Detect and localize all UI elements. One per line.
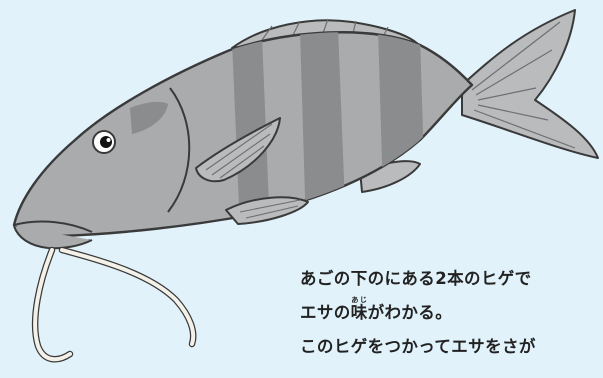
pelvic-fin-rays bbox=[239, 199, 301, 219]
caption-line-2-prefix: エサの bbox=[300, 303, 351, 322]
caption-line-1: あごの下のにある2本のヒゲで bbox=[300, 269, 532, 288]
eye-highlight bbox=[106, 138, 111, 142]
gill-line bbox=[167, 87, 191, 213]
caption: あごの下のにある2本のヒゲで エサの味あじがわかる。 このヒゲをつかってエサをさ… bbox=[300, 262, 536, 364]
barbel-right-inner bbox=[60, 248, 196, 346]
caption-line-3: このヒゲをつかってエサをさが bbox=[300, 337, 536, 356]
barbel-left bbox=[31, 246, 74, 363]
caption-line-2: エサの味あじがわかる。 bbox=[300, 296, 536, 330]
caption-line-2-suffix: がわかる。 bbox=[367, 303, 453, 322]
tail-fin bbox=[461, 9, 599, 159]
pectoral-fin-rays bbox=[205, 123, 273, 179]
tail-fin-rays bbox=[471, 21, 576, 149]
barbel-left-inner bbox=[33, 248, 72, 362]
pupil bbox=[100, 136, 112, 148]
pectoral-fin bbox=[195, 117, 281, 183]
ruby-base: 味 bbox=[350, 303, 368, 322]
ruby-aji: 味あじ bbox=[350, 297, 368, 323]
dorsal-fin-rays bbox=[261, 18, 389, 41]
lower-jaw bbox=[13, 225, 93, 250]
ruby-reading: あじ bbox=[350, 296, 368, 304]
